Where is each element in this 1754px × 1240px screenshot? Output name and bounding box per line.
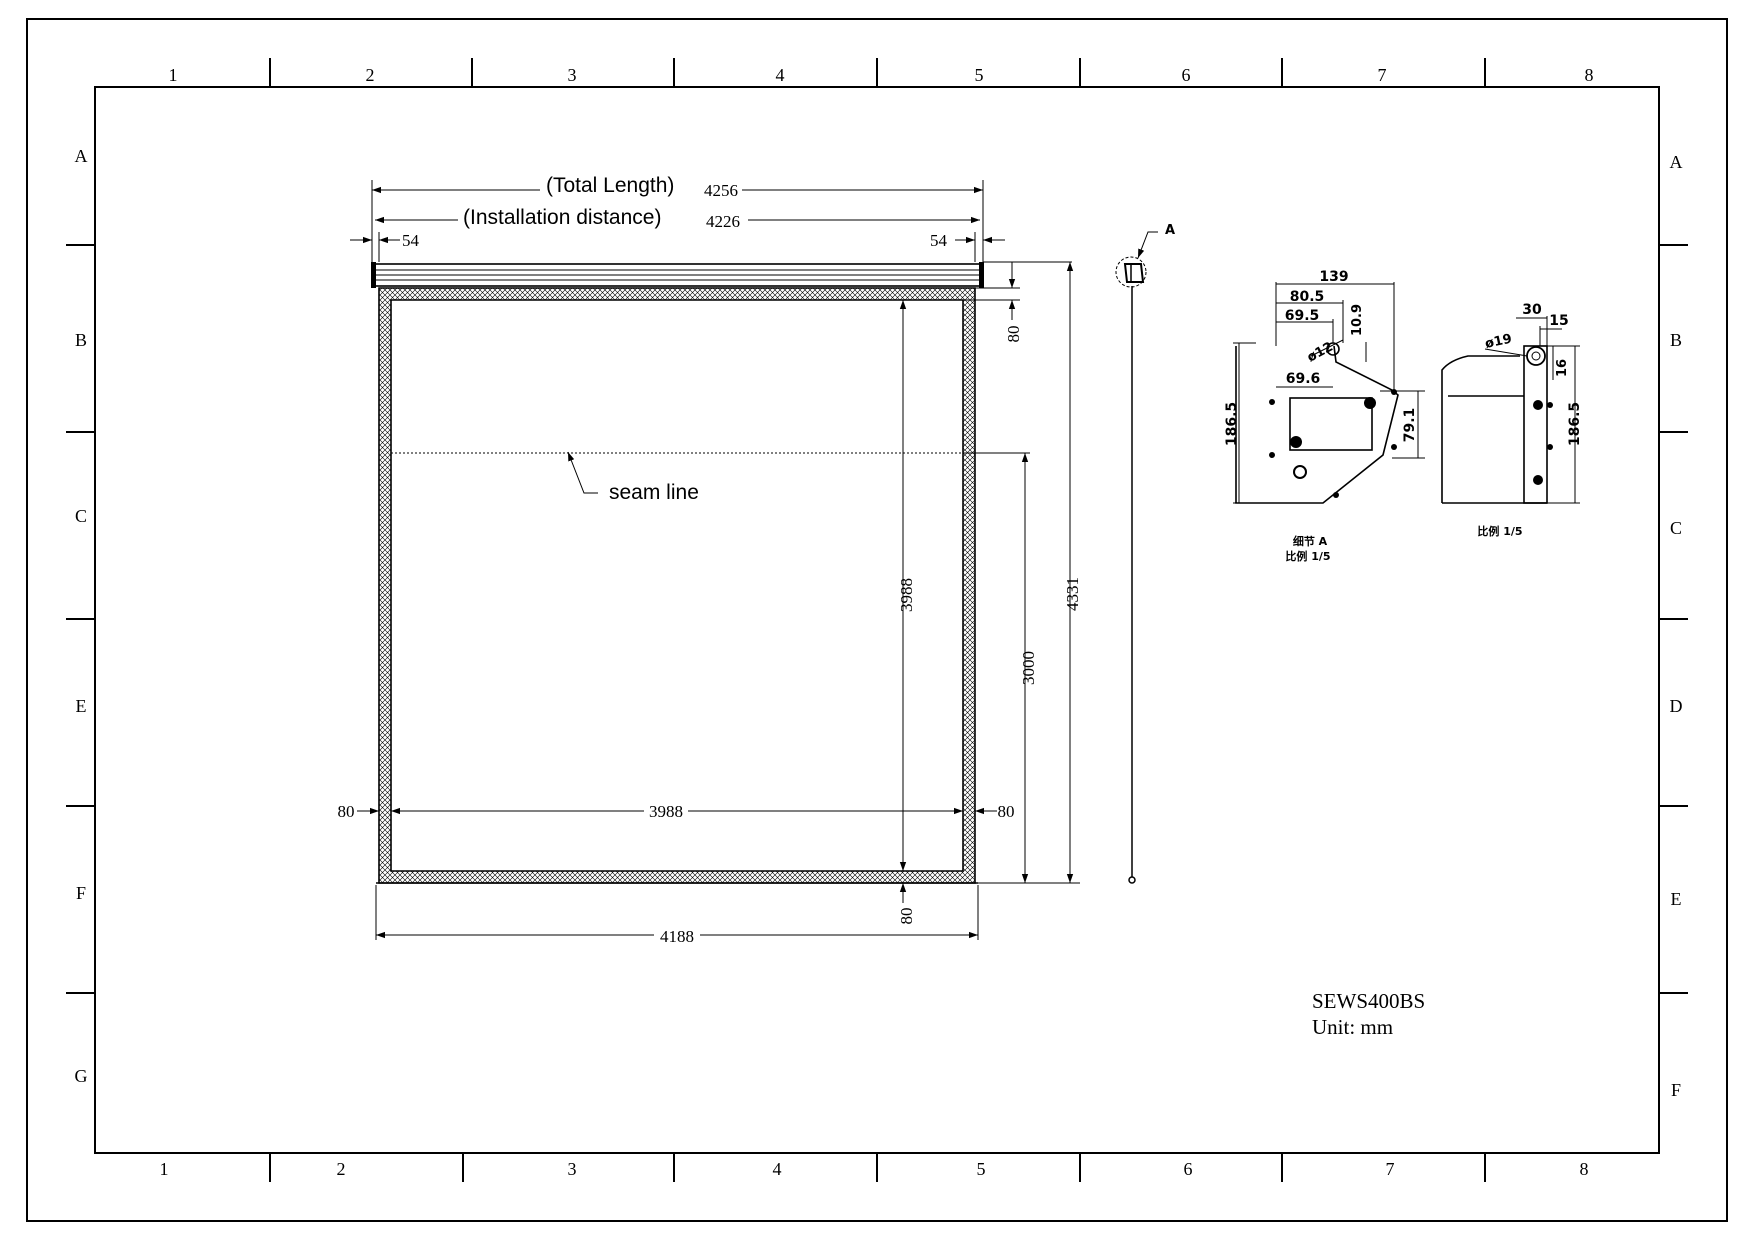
zone-top-3: 3 [568, 65, 577, 85]
detail-a-dim-139: 139 [1319, 269, 1348, 285]
zone-top-7: 7 [1378, 65, 1387, 85]
right-zone-ticks [1659, 244, 1688, 994]
title-block: SEWS400BS Unit: mm [1312, 989, 1425, 1039]
overall-height-dim: 4331 [1063, 577, 1082, 611]
zone-top-8: 8 [1585, 65, 1594, 85]
total-length-value: 4256 [704, 181, 738, 200]
model-number: SEWS400BS [1312, 989, 1425, 1013]
zone-bottom-3: 3 [568, 1159, 577, 1179]
zone-left-f: F [76, 883, 86, 903]
zone-bottom-8: 8 [1580, 1159, 1589, 1179]
zone-top-1: 1 [169, 65, 178, 85]
detail-a-callout [1115, 256, 1147, 288]
detail-a-dim-186-5: 186.5 [1224, 402, 1240, 446]
detail-a-dim-79-1: 79.1 [1402, 408, 1418, 443]
side-view: A [1115, 223, 1175, 884]
detail-a-dim-10-9: 10.9 [1350, 304, 1365, 336]
zone-left-b: B [75, 330, 87, 350]
zone-bottom-5: 5 [977, 1159, 986, 1179]
detail-b-dim-phi19: ø19 [1484, 332, 1514, 352]
zone-bottom-7: 7 [1386, 1159, 1395, 1179]
bottom-zone-ticks [269, 1153, 1486, 1182]
detail-a-caption-2: 比例 1/5 [1285, 549, 1330, 563]
left-zone-ticks [66, 244, 95, 994]
top-border-dim: 80 [1004, 326, 1023, 343]
zone-top-4: 4 [776, 65, 785, 85]
detail-a: 139 80.5 69.5 10.9 ø12 69.6 186.5 79.1 细… [1224, 269, 1425, 563]
zone-left-g: G [75, 1066, 88, 1086]
installation-distance-label: (Installation distance) [463, 206, 661, 229]
detail-b-dim-16: 16 [1555, 359, 1570, 377]
zone-top-6: 6 [1182, 65, 1191, 85]
left-border-dim: 80 [338, 802, 355, 821]
bottom-border-dim: 80 [897, 908, 916, 925]
inner-height-dim: 3988 [897, 578, 916, 612]
drawing-frame: 1 2 3 4 5 6 7 8 1 2 3 4 5 6 7 8 A B C E … [26, 18, 1728, 1222]
detail-a-dim-69-6: 69.6 [1286, 371, 1321, 387]
unit-label: Unit: mm [1312, 1015, 1393, 1039]
zone-top-2: 2 [366, 65, 375, 85]
zone-bottom-2: 2 [337, 1159, 346, 1179]
detail-a-caption-1: 细节 A [1293, 534, 1328, 548]
total-length-label: (Total Length) [546, 174, 674, 197]
detail-a-dim-80-5: 80.5 [1290, 289, 1325, 305]
zone-bottom-4: 4 [773, 1159, 782, 1179]
right-border-dim: 80 [998, 802, 1015, 821]
zone-right-b: B [1670, 330, 1682, 350]
zone-left-e: E [76, 696, 87, 716]
side-right-dim: 54 [930, 231, 948, 250]
zone-right-e: E [1671, 889, 1682, 909]
detail-a-dim-69-5: 69.5 [1285, 308, 1320, 324]
detail-a-slot [1289, 397, 1373, 451]
zone-right-f: F [1671, 1080, 1681, 1100]
detail-b: 30 15 ø19 16 186.5 比例 1/5 [1441, 302, 1583, 538]
overall-width-dim: 4188 [660, 927, 694, 946]
zone-bottom-6: 6 [1184, 1159, 1193, 1179]
side-left-dim: 54 [402, 231, 420, 250]
detail-a-marker: A [1165, 223, 1175, 238]
zone-left-a: A [75, 146, 88, 166]
installation-distance-value: 4226 [706, 212, 740, 231]
outer-border [26, 18, 1728, 1222]
detail-b-dim-30: 30 [1522, 302, 1542, 318]
drop-dim: 3000 [1019, 651, 1038, 685]
detail-b-caption: 比例 1/5 [1477, 524, 1522, 538]
inner-width-dim: 3988 [649, 802, 683, 821]
detail-b-dim-15: 15 [1549, 313, 1568, 329]
screen-front-view: seam line [371, 262, 984, 884]
zone-bottom-1: 1 [160, 1159, 169, 1179]
screen-black-border [378, 287, 976, 884]
zone-right-d: D [1670, 696, 1683, 716]
top-zone-ticks [269, 58, 1486, 87]
main-dimensions: (Total Length) 4256 (Installation distan… [338, 172, 1082, 946]
zone-right-c: C [1670, 518, 1682, 538]
zone-left-c: C [75, 506, 87, 526]
detail-b-bracket [1523, 345, 1548, 504]
seam-line-label: seam line [609, 481, 699, 504]
zone-top-5: 5 [975, 65, 984, 85]
zone-right-a: A [1670, 152, 1683, 172]
detail-b-dim-186-5: 186.5 [1567, 402, 1583, 446]
